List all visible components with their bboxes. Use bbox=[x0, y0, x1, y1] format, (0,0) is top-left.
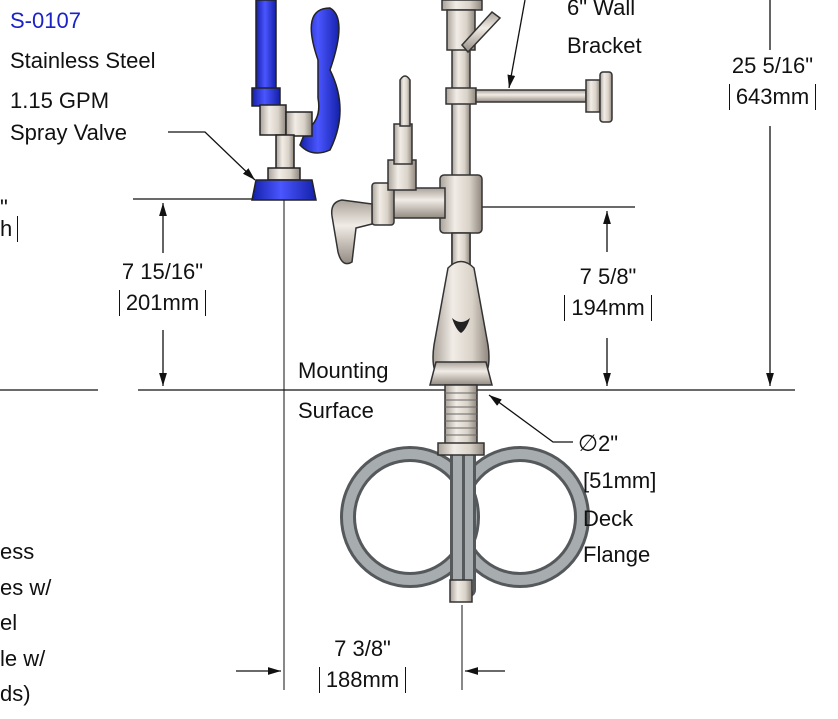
cropped-hose-line-2: es w/ bbox=[0, 575, 52, 600]
supply-hoses bbox=[340, 442, 590, 598]
overall-height-dimension: 25 5/16" 643mm bbox=[715, 50, 830, 112]
wall-bracket-label-1: 6" Wall bbox=[567, 0, 636, 20]
faucet-body bbox=[330, 0, 613, 603]
cropped-hose-line-5: ds) bbox=[0, 681, 31, 706]
spray-reach-dimension: 7 3/8" 188mm bbox=[300, 633, 425, 695]
deck-flange-diameter-value: 2" bbox=[598, 431, 619, 456]
spray-valve-part-number: S-0107 bbox=[10, 8, 81, 33]
dimension-lines bbox=[0, 0, 795, 690]
spray-height-dimension: 7 15/16" 201mm bbox=[100, 256, 225, 318]
overall-height-imperial: 25 5/16" bbox=[731, 53, 814, 78]
spray-height-metric: 201mm bbox=[118, 290, 207, 316]
cropped-hose-line-4: le w/ bbox=[0, 646, 46, 671]
deck-flange-metric: [51mm] bbox=[583, 468, 657, 493]
wall-bracket-label-2: Bracket bbox=[567, 33, 642, 58]
deck-flange-label-2: Flange bbox=[583, 542, 651, 567]
spray-height-imperial: 7 15/16" bbox=[121, 259, 204, 284]
mounting-surface-label-2: Surface bbox=[298, 398, 374, 423]
overall-height-metric: 643mm bbox=[728, 84, 817, 110]
spray-valve-desc-3: Spray Valve bbox=[10, 120, 127, 145]
leader-lines bbox=[168, 0, 573, 443]
spray-valve bbox=[251, 0, 341, 201]
mounting-surface-label-1: Mounting bbox=[298, 358, 389, 383]
deck-flange-label-1: Deck bbox=[583, 506, 634, 531]
faucet-height-dimension: 7 5/8" 194mm bbox=[548, 261, 668, 323]
spray-valve-desc-2: 1.15 GPM bbox=[10, 88, 110, 113]
cropped-dimension-bottom: h bbox=[0, 216, 19, 242]
spray-reach-metric: 188mm bbox=[318, 667, 407, 693]
diameter-icon: ∅ bbox=[578, 430, 599, 456]
cropped-hose-line-3: el bbox=[0, 610, 18, 635]
faucet-height-imperial: 7 5/8" bbox=[579, 264, 637, 289]
spray-valve-desc-1: Stainless Steel bbox=[10, 48, 156, 73]
cropped-hose-line-1: ess bbox=[0, 539, 35, 564]
faucet-height-metric: 194mm bbox=[564, 295, 652, 321]
cropped-dimension-top: " bbox=[0, 195, 8, 220]
deck-flange-diameter: ∅2" bbox=[578, 428, 618, 459]
spray-reach-imperial: 7 3/8" bbox=[334, 636, 391, 661]
